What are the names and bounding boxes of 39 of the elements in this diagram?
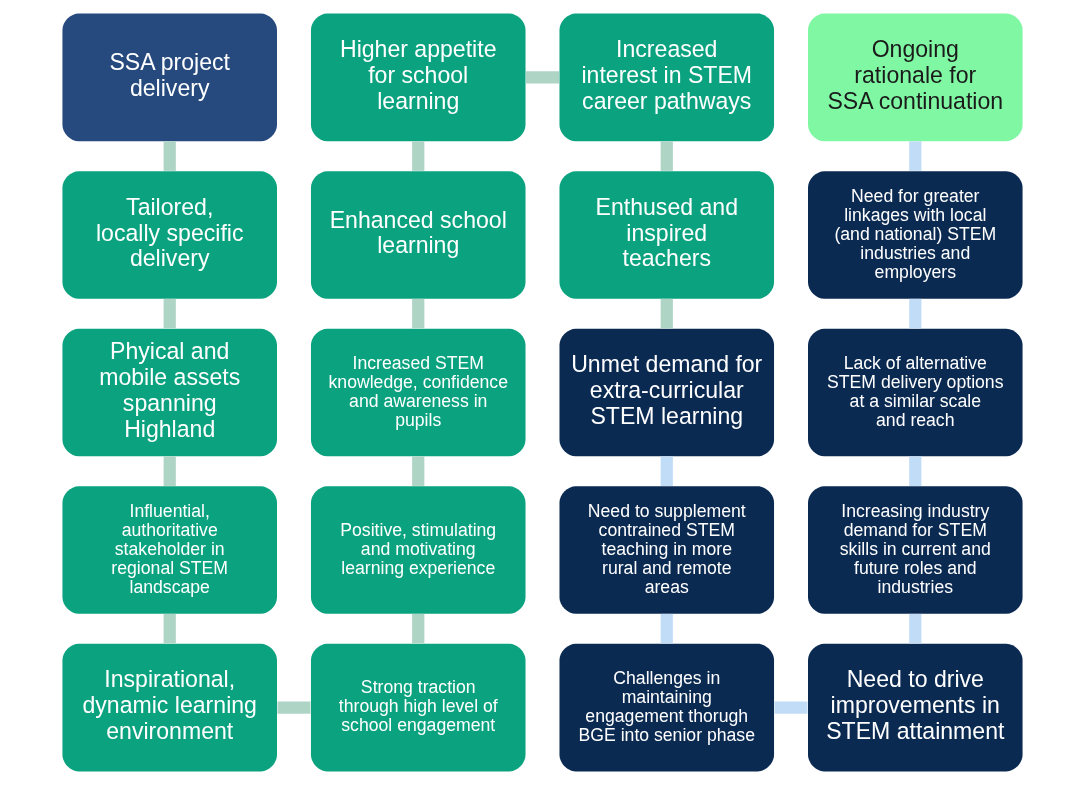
node-box: Need to supplement contrained STEM teaching in more rural and remote areas (559, 486, 774, 614)
connector (163, 298, 176, 329)
node-box: Lack of alternative STEM delivery options at a similar scale and reach (807, 328, 1023, 457)
connector (411, 613, 424, 644)
connector (411, 141, 424, 171)
node-box: Need for greater linkages with local (and national) STEM industries and employers (807, 171, 1023, 299)
node-box: Positive, stimulating and motivating learning experience (310, 486, 525, 614)
connector (660, 456, 673, 486)
node-box: Enhanced school learning (310, 171, 525, 299)
connector (908, 456, 921, 486)
connector (163, 141, 176, 171)
node-box: Phyical and mobile assets spanning Highland (61, 328, 277, 457)
connector (908, 141, 921, 171)
node-box: Increased interest in STEM career pathways (559, 13, 774, 142)
connector (774, 701, 807, 714)
connector (411, 456, 424, 486)
node-box: SSA project delivery (61, 13, 277, 142)
connector (277, 701, 310, 714)
connector (525, 71, 559, 84)
node-box: Higher appetite for school learning (310, 13, 525, 142)
connector (163, 613, 176, 644)
connector (163, 456, 176, 486)
connector (660, 141, 673, 171)
node-box: Increasing industry demand for STEM skills in current and future roles and industries (807, 486, 1023, 614)
node-box: Strong traction through high level of school engagement (310, 643, 525, 772)
node-box: Unmet demand for extra-curricular STEM learning (559, 328, 774, 457)
node-box: Increased STEM knowledge, confidence and awareness in pupils (310, 328, 525, 457)
node-box: Enthused and inspired teachers (559, 171, 774, 299)
connector (660, 613, 673, 644)
node-box: Inspirational, dynamic learning environment (61, 643, 277, 772)
node-box: Challenges in maintaining engagement thorugh BGE into senior phase (559, 643, 774, 772)
node-box: Influential, authoritative stakeholder in regional STEM landscape (61, 486, 277, 614)
connector (908, 613, 921, 644)
connector (660, 298, 673, 329)
node-box: Need to drive improvements in STEM attainment (807, 643, 1023, 772)
connector (908, 298, 921, 329)
node-box: Tailored, locally specific delivery (61, 171, 277, 299)
node-box: Ongoing rationale for SSA continuation (807, 13, 1023, 142)
connector (411, 298, 424, 329)
